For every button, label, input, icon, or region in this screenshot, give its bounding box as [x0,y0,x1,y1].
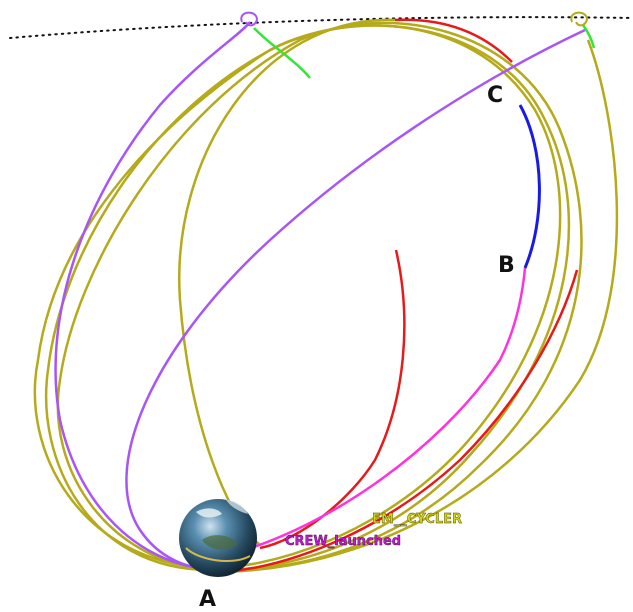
red-arc-middle [259,249,406,550]
point-label-c: C [487,83,503,108]
crew-arc-a-to-b [214,267,527,560]
cycler-orbits [33,18,619,574]
cycler-trailing-loop [217,39,619,574]
red-arc-top [394,18,513,63]
crew-trajectory-inner [125,28,586,570]
cycler-orbit-3 [56,21,583,572]
red-arcs [224,18,579,574]
red-arc-right [224,269,579,574]
crew-vehicle-label: CREW_launched [285,534,401,549]
cycler-inner-ellipse [178,18,396,546]
green-arc-right [581,24,596,49]
crew-trajectory-outer [54,21,251,570]
moon-loop-left [240,11,258,27]
green-arcs [253,24,596,79]
crew-trajectories [54,21,586,570]
cycler-vehicle-label: EM__CYCLER [372,512,462,527]
moon-loop-right [570,11,588,27]
cycler-orbit-1 [33,24,562,570]
cycler-orbit-2 [44,24,571,572]
earth-globe-icon [179,499,257,577]
blue-arc-b-to-c [518,104,541,269]
point-label-b: B [498,253,515,278]
green-arc-left [253,27,311,79]
point-label-a: A [199,587,216,612]
moon-orbit-dotted-line [9,16,633,39]
